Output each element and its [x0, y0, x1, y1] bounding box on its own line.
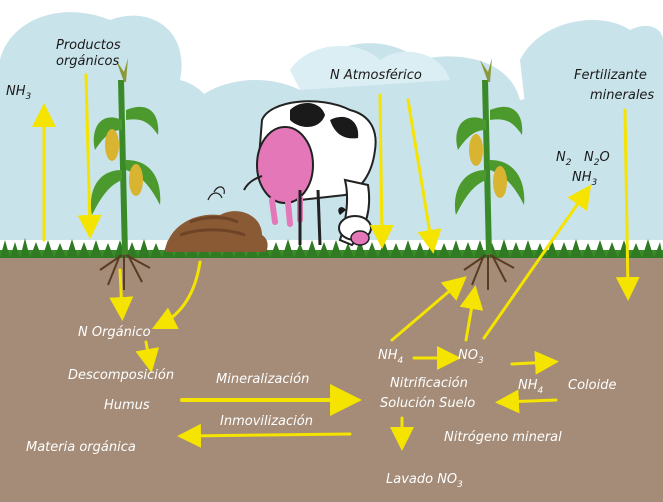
label-nh3-left: NH3 [6, 84, 31, 101]
label-organicos: orgánicos [56, 54, 119, 69]
label-descomposicion: Descomposición [68, 368, 174, 383]
label-nh4-right: NH4 [518, 378, 543, 395]
arrow-coloide-to-solucion [504, 400, 556, 402]
label-inmovilizacion: Inmovilización [220, 414, 313, 429]
label-n2: N2 [556, 150, 571, 167]
arrow-inmovilizacion [186, 434, 350, 436]
label-coloide: Coloide [568, 378, 616, 393]
arrow-no3-to-coloide [512, 362, 550, 364]
label-n-organico: N Orgánico [78, 325, 151, 340]
label-n-atmosferico: N Atmosférico [330, 68, 422, 83]
label-nh4-left: NH4 [378, 348, 403, 365]
arrow-atm-down-1 [380, 95, 382, 240]
label-solucion-suelo: Solución Suelo [380, 396, 475, 411]
label-nitrogeno-mineral: Nitrógeno mineral [444, 430, 562, 445]
label-fertilizante: Fertilizante [574, 68, 647, 83]
label-materia-organica: Materia orgánica [26, 440, 136, 455]
label-humus: Humus [104, 398, 150, 413]
cloud-right [520, 20, 663, 240]
label-nh3-gas: NH3 [572, 170, 597, 187]
label-no3: NO3 [458, 348, 484, 365]
label-nitrificacion: Nitrificación [390, 376, 468, 391]
label-minerales: minerales [590, 88, 654, 103]
label-lavado-no3: Lavado NO3 [386, 472, 463, 489]
label-mineralizacion: Mineralización [216, 372, 309, 387]
label-productos: Productos [56, 38, 121, 53]
arrow-roots-to-norganico [120, 270, 122, 312]
label-n2o: N2O [584, 150, 610, 167]
